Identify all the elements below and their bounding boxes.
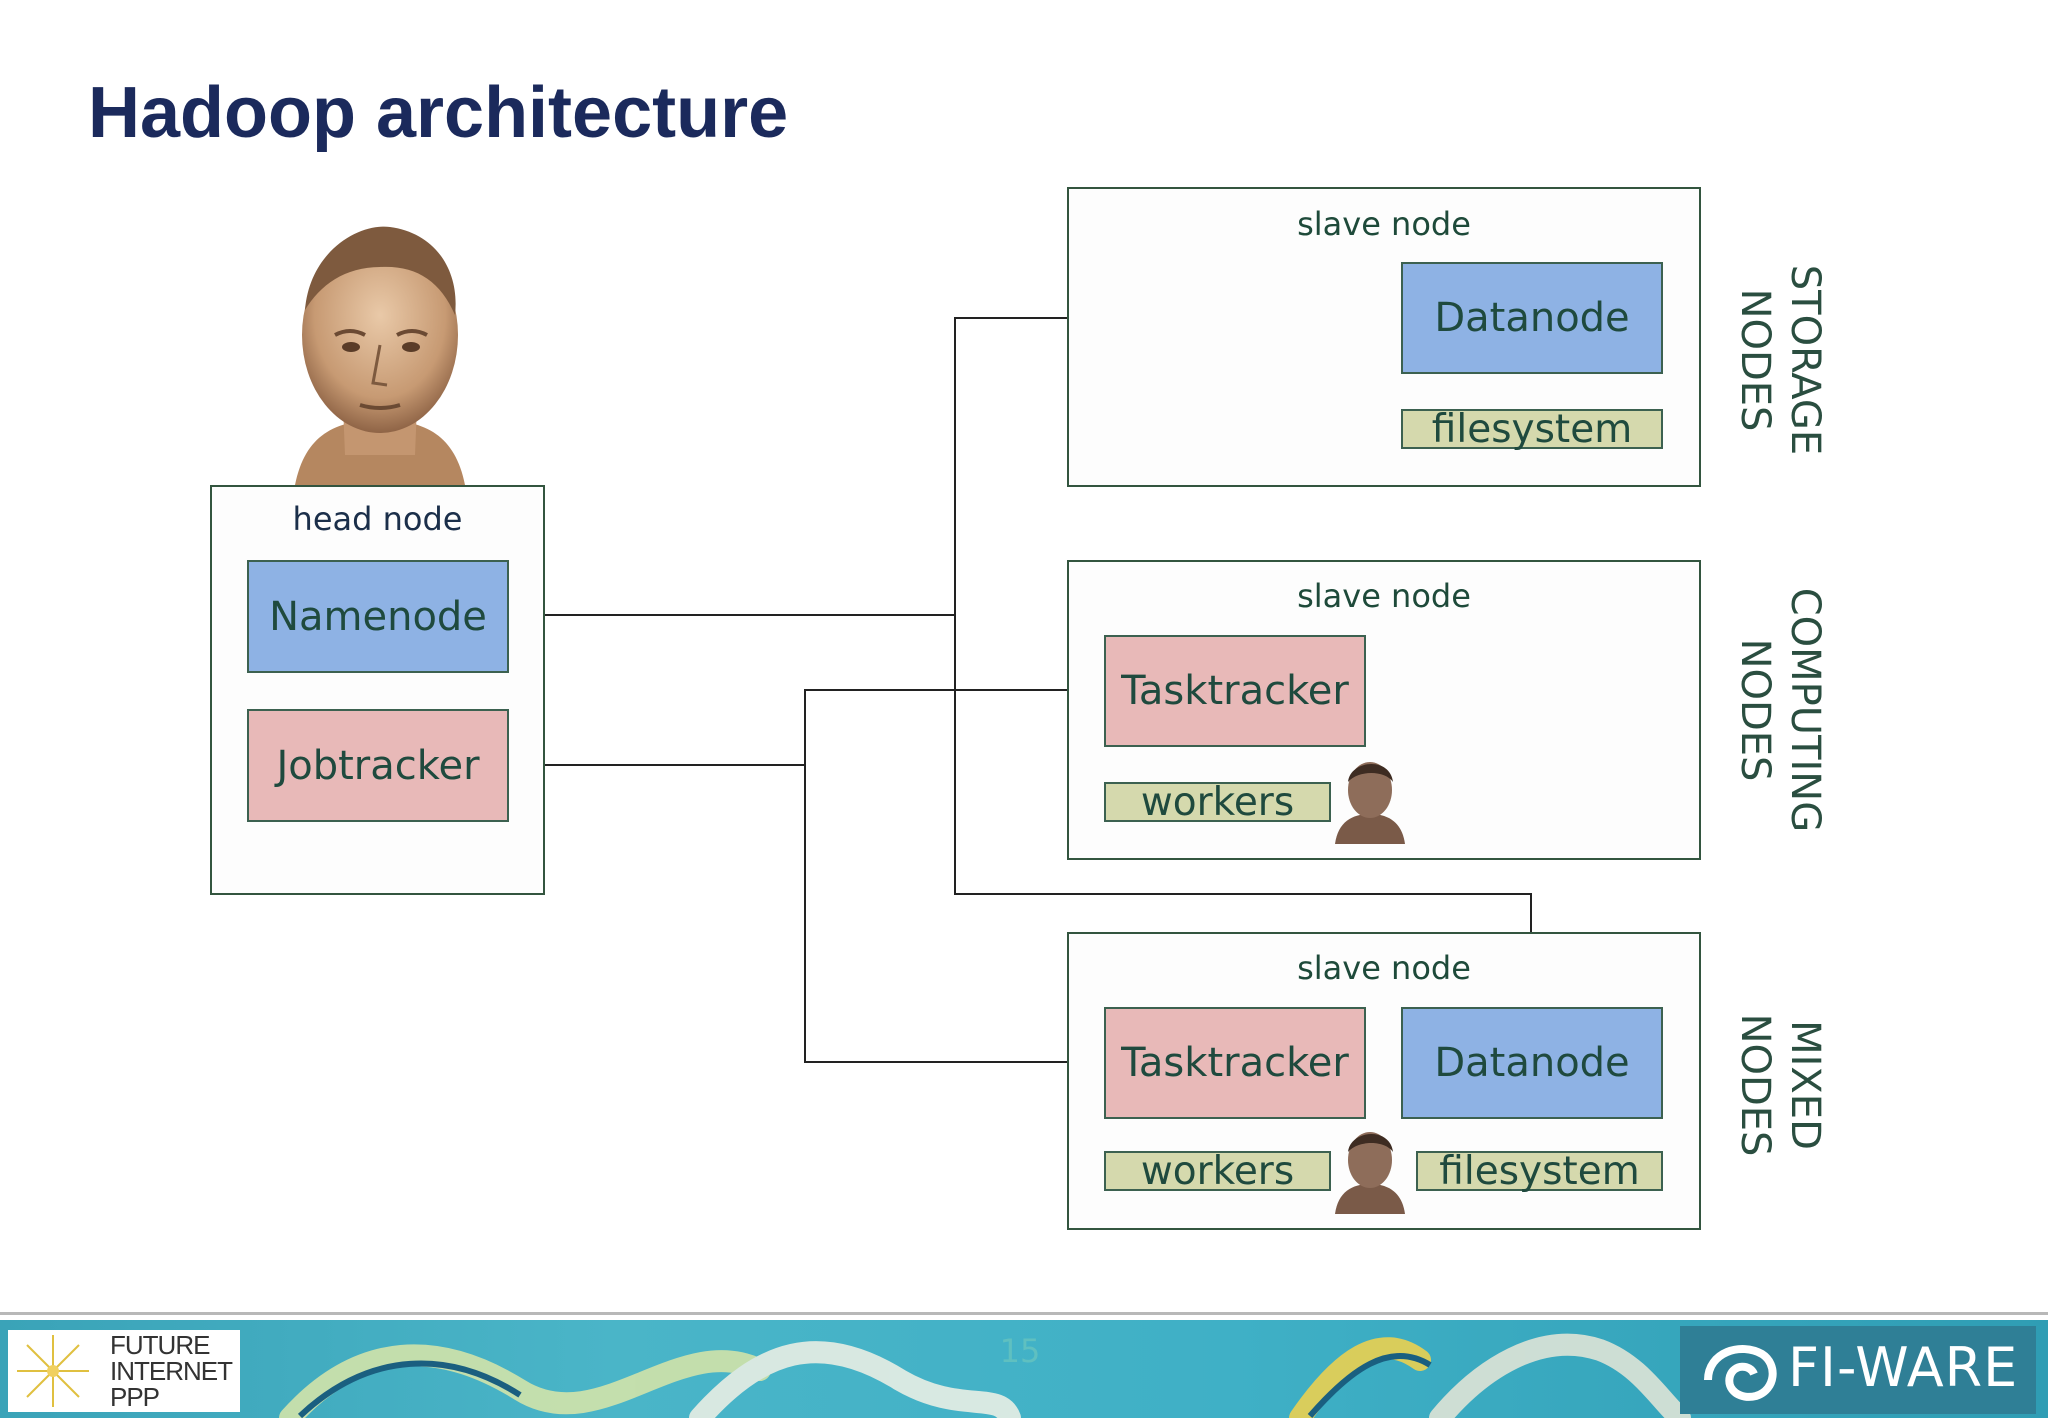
- jobtracker-to-computing-tasktracker: [804, 678, 1104, 765]
- fiware-swirl-icon: [1704, 1345, 1777, 1401]
- computing-tasktracker-box[interactable]: Tasktracker: [1104, 635, 1366, 747]
- storage-nodes-label-line2: NODES: [1732, 288, 1778, 432]
- future-internet-line2: INTERNET: [110, 1356, 233, 1386]
- computing-workers-strip: workers: [1104, 782, 1331, 822]
- mixed-nodes-label-line1: MIXED: [1782, 1020, 1828, 1150]
- mixed-slave-node-caption: slave node: [1297, 949, 1471, 987]
- future-internet-line1: FUTURE: [110, 1330, 210, 1360]
- worker-bust-icon: [1335, 1132, 1405, 1214]
- head-node-caption: head node: [292, 500, 463, 538]
- future-internet-logo: FUTURE INTERNET PPP: [8, 1330, 240, 1412]
- mixed-datanode-box[interactable]: Datanode: [1401, 1007, 1663, 1119]
- mixed-nodes-label: MIXED NODES: [1730, 945, 1830, 1225]
- computing-nodes-label-line1: COMPUTING: [1782, 587, 1828, 833]
- worker-bust-icon: [1335, 762, 1405, 844]
- storage-datanode-box[interactable]: Datanode: [1401, 262, 1663, 374]
- mixed-nodes-label-line2: NODES: [1732, 1013, 1778, 1157]
- fiware-text: FI-WARE: [1788, 1336, 2019, 1399]
- storage-filesystem-strip: filesystem: [1401, 409, 1663, 449]
- jobtracker-box[interactable]: Jobtracker: [247, 709, 509, 822]
- jobtracker-to-mixed-tasktracker: [804, 765, 1104, 1074]
- computing-nodes-label: COMPUTING NODES: [1730, 540, 1830, 880]
- computing-slave-node-caption: slave node: [1297, 577, 1471, 615]
- head-node-frame: [210, 485, 545, 895]
- slide-title: Hadoop architecture: [88, 73, 789, 153]
- mixed-workers-strip: workers: [1104, 1151, 1331, 1191]
- future-internet-line3: PPP: [110, 1382, 160, 1412]
- computing-nodes-label-line2: NODES: [1732, 638, 1778, 782]
- footer-divider: [0, 1312, 2048, 1315]
- storage-nodes-label-line1: STORAGE: [1782, 264, 1828, 456]
- storage-slave-node-caption: slave node: [1297, 205, 1471, 243]
- starburst-icon: [17, 1335, 89, 1407]
- mixed-tasktracker-box[interactable]: Tasktracker: [1104, 1007, 1366, 1119]
- fiware-logo: FI-WARE: [1680, 1326, 2036, 1414]
- page-number: 15: [999, 1332, 1041, 1370]
- footer-decoration-icon: [279, 1333, 1691, 1418]
- storage-nodes-label: STORAGE NODES: [1730, 220, 1830, 500]
- caesar-bust-icon: [295, 226, 465, 485]
- mixed-filesystem-strip: filesystem: [1416, 1151, 1663, 1191]
- namenode-box[interactable]: Namenode: [247, 560, 509, 673]
